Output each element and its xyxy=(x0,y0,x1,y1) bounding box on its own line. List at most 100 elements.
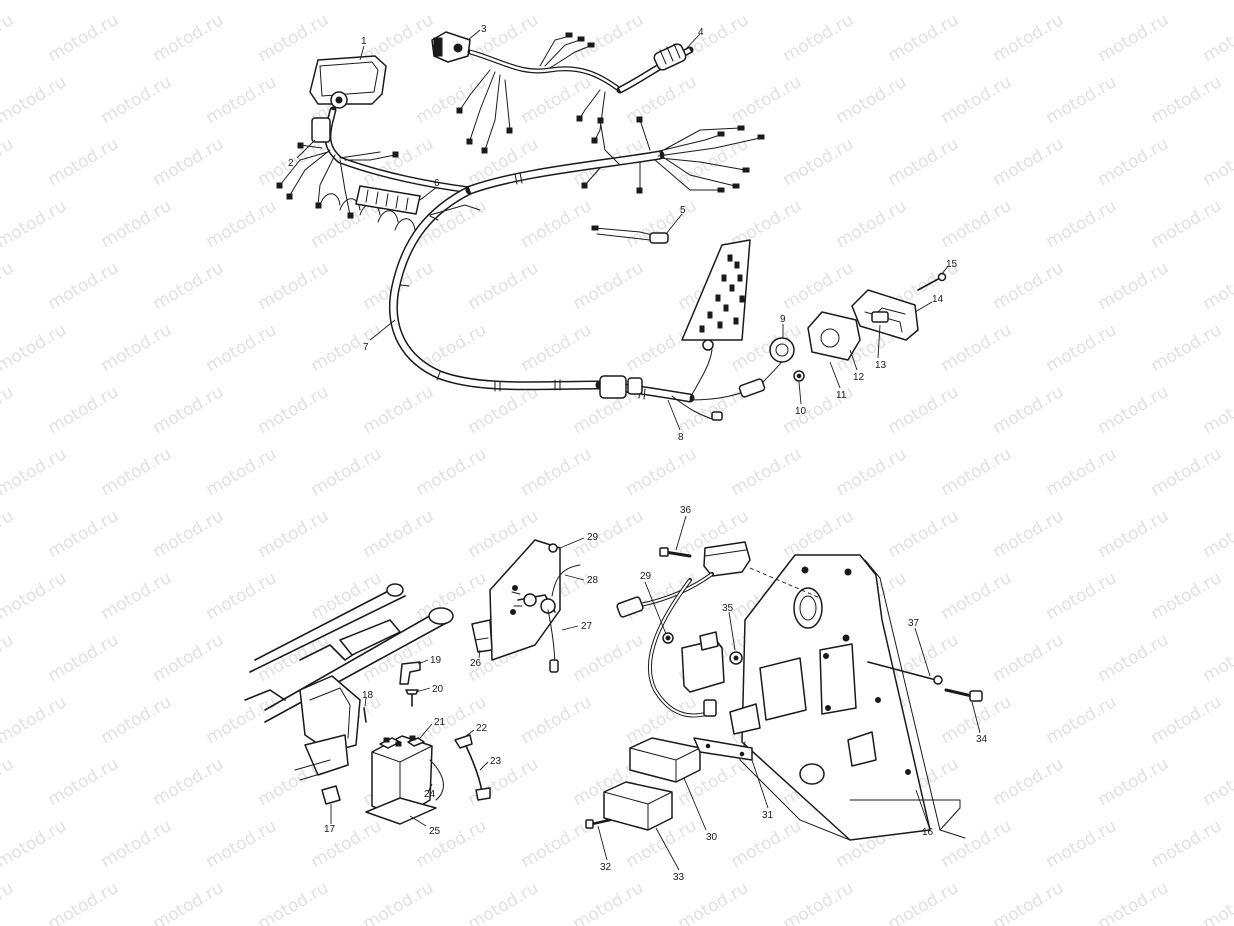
watermark-text: motod.ru xyxy=(938,444,1016,500)
watermark-text: motod.ru xyxy=(150,878,228,926)
callout-20: 20 xyxy=(432,684,444,695)
watermark-text: motod.ru xyxy=(570,878,648,926)
watermark-text: motod.ru xyxy=(518,692,596,748)
watermark-text: motod.ru xyxy=(150,258,228,314)
watermark-text: motod.ru xyxy=(308,816,386,872)
callout-35: 35 xyxy=(722,603,734,614)
callout-15: 15 xyxy=(946,259,958,270)
watermark-text: motod.ru xyxy=(0,258,17,314)
watermark-text: motod.ru xyxy=(675,878,753,926)
watermark-text: motod.ru xyxy=(623,0,701,4)
watermark-text: motod.ru xyxy=(570,630,648,686)
watermark-text: motod.ru xyxy=(0,506,17,562)
watermark-text: motod.ru xyxy=(98,0,176,4)
callout-17: 17 xyxy=(324,824,336,835)
watermark-text: motod.ru xyxy=(0,0,70,4)
callout-9: 9 xyxy=(780,314,786,325)
callout-1: 1 xyxy=(361,36,367,47)
watermark-text: motod.ru xyxy=(0,72,70,128)
watermark-text: motod.ru xyxy=(885,382,963,438)
watermark-text: motod.ru xyxy=(0,382,17,438)
watermark-text: motod.ru xyxy=(833,196,911,252)
callout-22: 22 xyxy=(476,723,488,734)
watermark-text: motod.ru xyxy=(98,816,176,872)
watermark-text: motod.ru xyxy=(728,0,806,4)
watermark-text: motod.ru xyxy=(1148,444,1226,500)
watermark-text: motod.ru xyxy=(1200,754,1234,810)
watermark-text: motod.ru xyxy=(1148,692,1226,748)
callout-21: 21 xyxy=(434,717,446,728)
watermark-text: motod.ru xyxy=(0,444,70,500)
callout-33: 33 xyxy=(673,872,685,883)
watermark-text: motod.ru xyxy=(1148,568,1226,624)
watermark-text: motod.ru xyxy=(833,72,911,128)
watermark-text: motod.ru xyxy=(413,72,491,128)
watermark-text: motod.ru xyxy=(0,878,17,926)
cdi-bracket xyxy=(471,539,581,673)
watermark-text: motod.ru xyxy=(0,630,17,686)
watermark-text: motod.ru xyxy=(150,630,228,686)
callout-23: 23 xyxy=(490,756,502,767)
watermark-text: motod.ru xyxy=(990,878,1068,926)
watermark-text: motod.ru xyxy=(885,10,963,66)
watermark-text: motod.ru xyxy=(203,320,281,376)
callout-34: 34 xyxy=(976,734,988,745)
watermark-text: motod.ru xyxy=(885,878,963,926)
watermark-text: motod.ru xyxy=(728,444,806,500)
watermark-text: motod.ru xyxy=(255,506,333,562)
watermark-text: motod.ru xyxy=(1043,0,1121,4)
watermark-text: motod.ru xyxy=(1200,258,1234,314)
callout-26: 26 xyxy=(470,658,482,669)
watermark-text: motod.ru xyxy=(98,444,176,500)
watermark-text: motod.ru xyxy=(623,444,701,500)
callout-18: 18 xyxy=(362,690,374,701)
watermark-text: motod.ru xyxy=(150,10,228,66)
watermark-text: motod.ru xyxy=(98,568,176,624)
watermark-text: motod.ru xyxy=(1043,444,1121,500)
watermark-text: motod.ru xyxy=(150,506,228,562)
watermark-text: motod.ru xyxy=(1200,506,1234,562)
watermark-text: motod.ru xyxy=(623,196,701,252)
watermark-text: motod.ru xyxy=(780,134,858,190)
watermark-text: motod.ru xyxy=(150,754,228,810)
watermark-text: motod.ru xyxy=(990,382,1068,438)
leader-lines xyxy=(296,29,981,871)
switch-3 xyxy=(431,31,623,154)
watermark-text: motod.ru xyxy=(465,878,543,926)
watermark-text: motod.ru xyxy=(1043,816,1121,872)
watermark-text: motod.ru xyxy=(255,258,333,314)
watermark-text: motod.ru xyxy=(465,258,543,314)
callout-32: 32 xyxy=(600,862,612,873)
callout-31: 31 xyxy=(762,810,774,821)
callout-19: 19 xyxy=(430,655,442,666)
watermark-text: motod.ru xyxy=(45,630,123,686)
watermark-text: motod.ru xyxy=(255,10,333,66)
frame-rails xyxy=(244,583,454,781)
watermark-text: motod.ru xyxy=(98,196,176,252)
watermark-text: motod.ru xyxy=(1148,72,1226,128)
watermark-text: motod.ru xyxy=(518,0,596,4)
watermark-text: motod.ru xyxy=(518,444,596,500)
watermark-text: motod.ru xyxy=(413,444,491,500)
watermark-text: motod.ru xyxy=(98,72,176,128)
watermark-text: motod.ru xyxy=(990,134,1068,190)
callout-37: 37 xyxy=(908,618,920,629)
watermark-text: motod.ru xyxy=(360,382,438,438)
watermark-text: motod.ru xyxy=(413,0,491,4)
callout-12: 12 xyxy=(853,372,865,383)
watermark-text: motod.ru xyxy=(465,754,543,810)
watermark-text: motod.ru xyxy=(938,816,1016,872)
watermark-text: motod.ru xyxy=(1095,630,1173,686)
watermark-text: motod.ru xyxy=(413,692,491,748)
watermark-text: motod.ru xyxy=(938,0,1016,4)
watermark-text: motod.ru xyxy=(308,444,386,500)
watermark-text: motod.ru xyxy=(938,320,1016,376)
watermark-text: motod.ru xyxy=(1095,10,1173,66)
watermark-text: motod.ru xyxy=(1095,878,1173,926)
battery-assembly xyxy=(321,661,491,825)
watermark-text: motod.ru xyxy=(1200,382,1234,438)
watermark-text: motod.ru xyxy=(98,692,176,748)
watermark-text: motod.ru xyxy=(1095,134,1173,190)
watermark-text: motod.ru xyxy=(833,0,911,4)
watermark-text: motod.ru xyxy=(255,382,333,438)
